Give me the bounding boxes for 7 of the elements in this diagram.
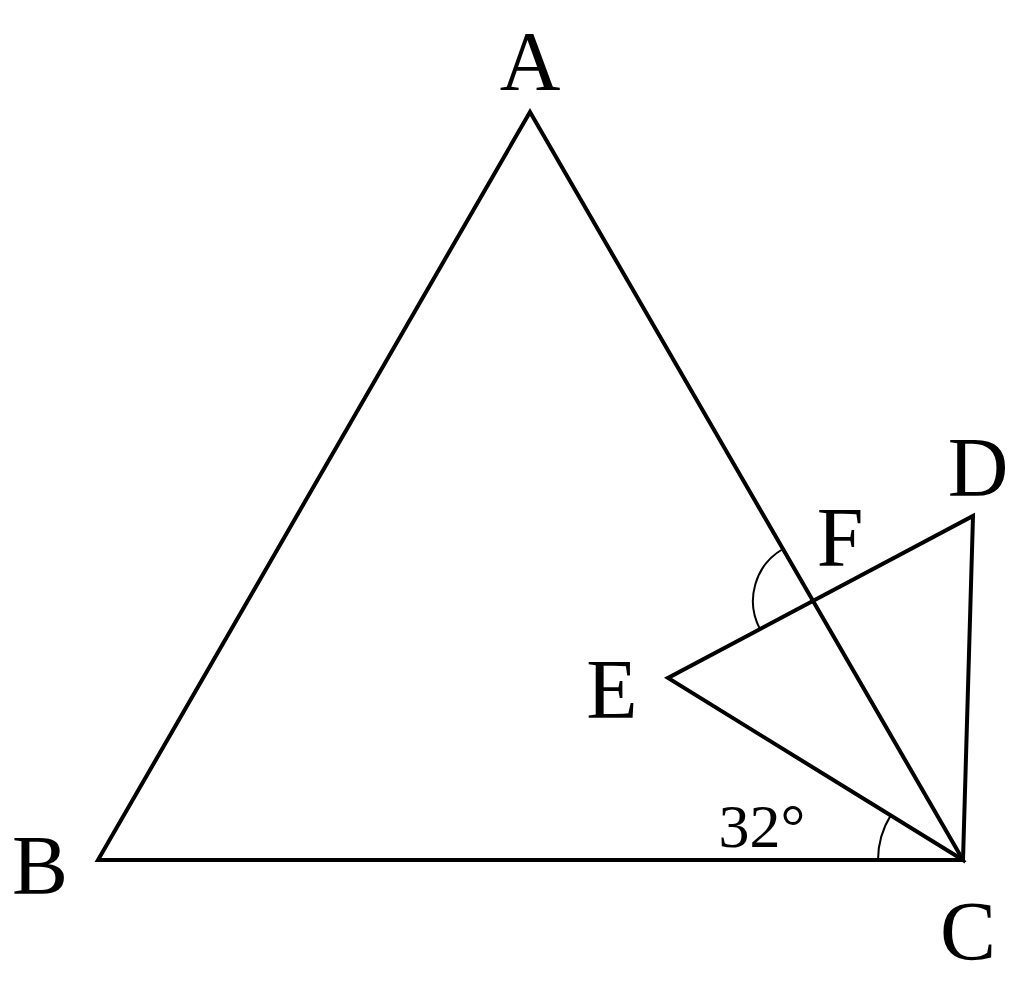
point-label: F <box>816 496 864 580</box>
point-label: D <box>947 426 1009 510</box>
point-label: B <box>12 824 68 908</box>
point-label: C <box>940 890 996 974</box>
angle-label: 32° <box>718 795 806 857</box>
point-label: A <box>499 20 561 104</box>
point-label: E <box>586 648 638 732</box>
